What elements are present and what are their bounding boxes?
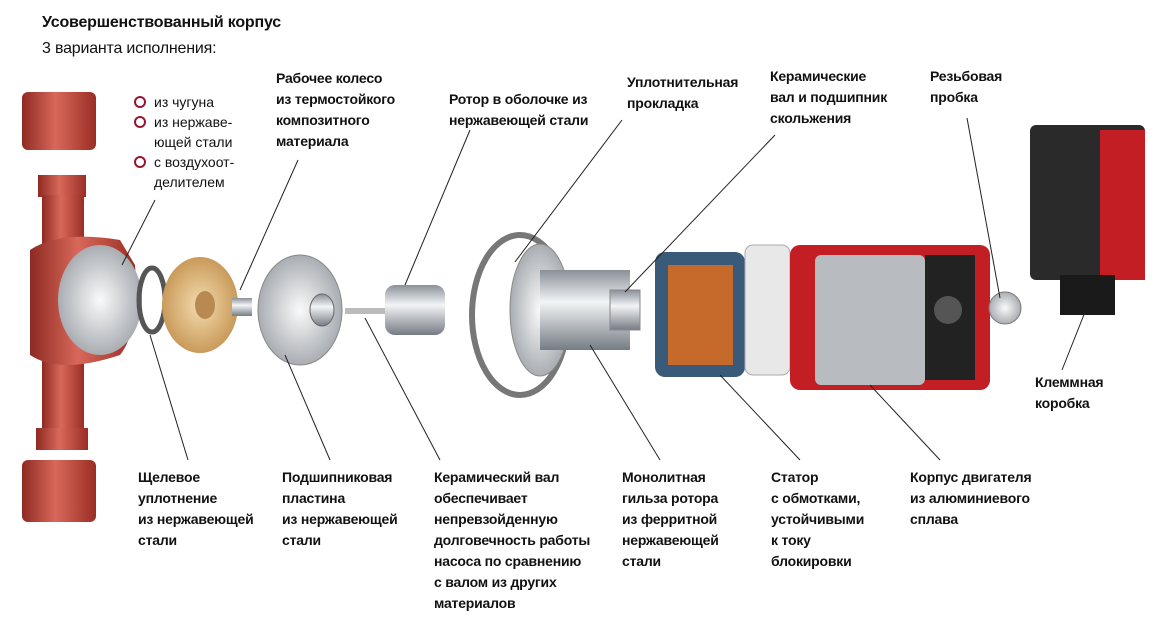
variant-item: из чугуна [134, 92, 234, 112]
variant-item: из нержаве- [134, 112, 234, 132]
bullet-icon [134, 96, 146, 108]
ceramic-shaft-rotor [345, 285, 445, 335]
leader-lines [121, 117, 1086, 461]
slot-seal-ring [136, 265, 168, 335]
impeller [162, 257, 252, 353]
variant-list: из чугуна из нержаве- ющей стали с возду… [134, 92, 234, 192]
stator [655, 244, 791, 377]
page-title: Усовершенствованный корпус [42, 14, 281, 31]
variant-item: с воздухоот- [134, 152, 234, 172]
bearing-plate [257, 254, 343, 366]
variant-item-cont: делителем [154, 174, 225, 190]
bullet-icon [134, 116, 146, 128]
variant-item-cont: ющей стали [154, 134, 233, 150]
motor-housing [790, 245, 990, 390]
rotor-sleeve [509, 243, 641, 377]
pump-housing [22, 92, 142, 522]
terminal-box [1030, 125, 1145, 315]
page-subtitle: 3 варианта исполнения: [42, 40, 217, 57]
bullet-icon [134, 156, 146, 168]
threaded-plug [988, 291, 1022, 325]
